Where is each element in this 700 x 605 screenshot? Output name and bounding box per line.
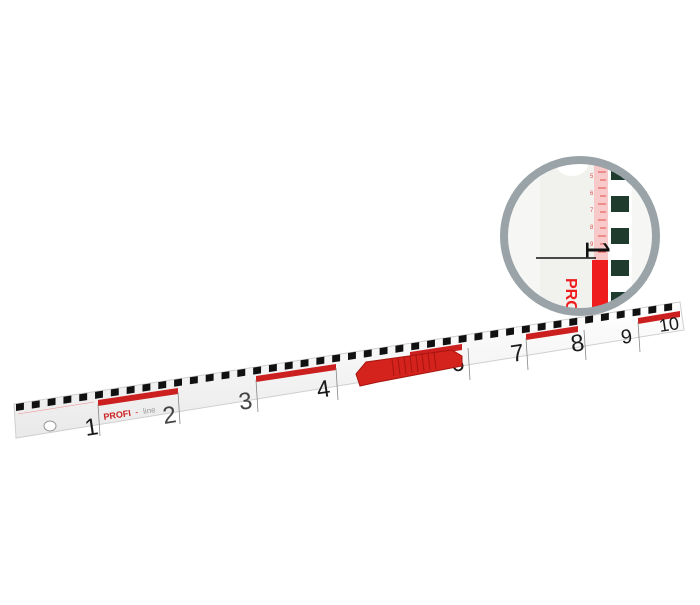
magnified-red-band: [592, 260, 608, 312]
number-1: 1: [83, 413, 100, 442]
brand-separator: -: [134, 407, 138, 417]
scale-tick-9: 9: [590, 242, 594, 248]
ruler-checker-strip: [16, 303, 673, 411]
number-4: 4: [315, 375, 332, 404]
red-slider: [355, 349, 463, 387]
number-10: 10: [658, 313, 681, 336]
scale-tick-7: 7: [590, 208, 594, 214]
magnified-digit: 1: [578, 240, 616, 259]
magnifier-ring: [500, 156, 660, 316]
red-band: [638, 311, 680, 324]
segment-dividers: [97, 321, 641, 437]
scale-tick-6: 6: [590, 191, 594, 197]
number-8: 8: [569, 329, 586, 358]
magnified-brand: PRO: [562, 278, 579, 313]
brand-secondary: line: [143, 405, 157, 416]
red-band: [256, 364, 336, 382]
number-3: 3: [237, 387, 254, 416]
hang-hole: [43, 420, 57, 432]
number-7: 7: [509, 339, 526, 368]
magnified-pink-scale: [594, 160, 608, 260]
fine-scale: [17, 401, 95, 415]
brand-primary: PROFI: [103, 408, 132, 422]
magnifier-inset: 5 6 7 8 9 1 PRO: [500, 156, 660, 316]
ruler: PROFI - line 1 2 3 4 6 7 8 9 10: [13, 301, 685, 442]
number-2: 2: [161, 401, 178, 430]
red-band: [526, 326, 578, 340]
ruler-body: [13, 301, 685, 439]
number-9: 9: [619, 326, 633, 349]
scale-tick-5: 5: [590, 174, 594, 180]
red-band: [98, 388, 178, 406]
scale-tick-8: 8: [590, 225, 594, 231]
